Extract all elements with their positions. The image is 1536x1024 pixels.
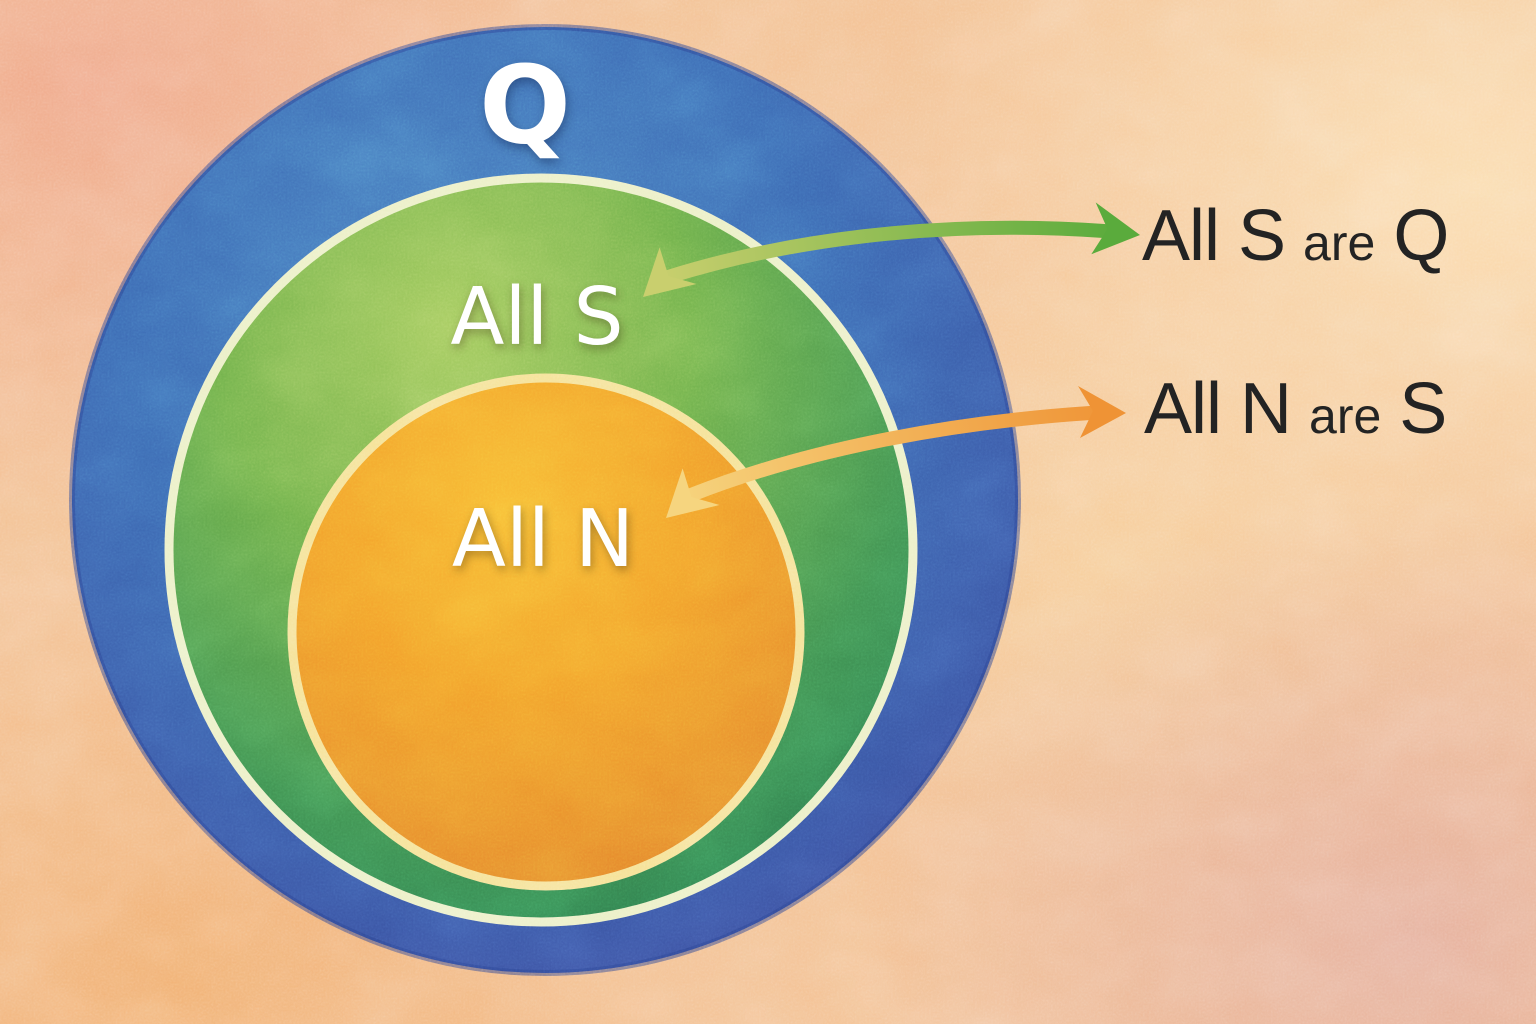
- relation-label-all-s-are-q: All S are Q: [1142, 195, 1449, 277]
- arrow-s-head-left-icon: [643, 247, 697, 297]
- arrow-n-shaft: [684, 406, 1097, 502]
- relation-verb: are: [1309, 388, 1382, 444]
- arrow-s-shaft: [661, 220, 1111, 284]
- relation-object: Q: [1393, 196, 1449, 276]
- relation-verb: are: [1303, 215, 1376, 271]
- arrow-n-to-s: [666, 386, 1126, 518]
- set-label-n: All N: [451, 493, 635, 585]
- arrow-s-to-q: [643, 202, 1140, 297]
- relation-label-all-n-are-s: All N are S: [1144, 368, 1447, 450]
- arrow-s-head-right-icon: [1091, 202, 1140, 255]
- arrow-n-head-left-icon: [666, 468, 720, 518]
- relation-subject: All S: [1142, 196, 1286, 276]
- set-label-q: Q: [479, 43, 571, 169]
- relation-object: S: [1399, 369, 1447, 449]
- arrow-n-head-right-icon: [1078, 386, 1126, 438]
- relation-subject: All N: [1144, 369, 1292, 449]
- set-label-s: All S: [450, 271, 624, 363]
